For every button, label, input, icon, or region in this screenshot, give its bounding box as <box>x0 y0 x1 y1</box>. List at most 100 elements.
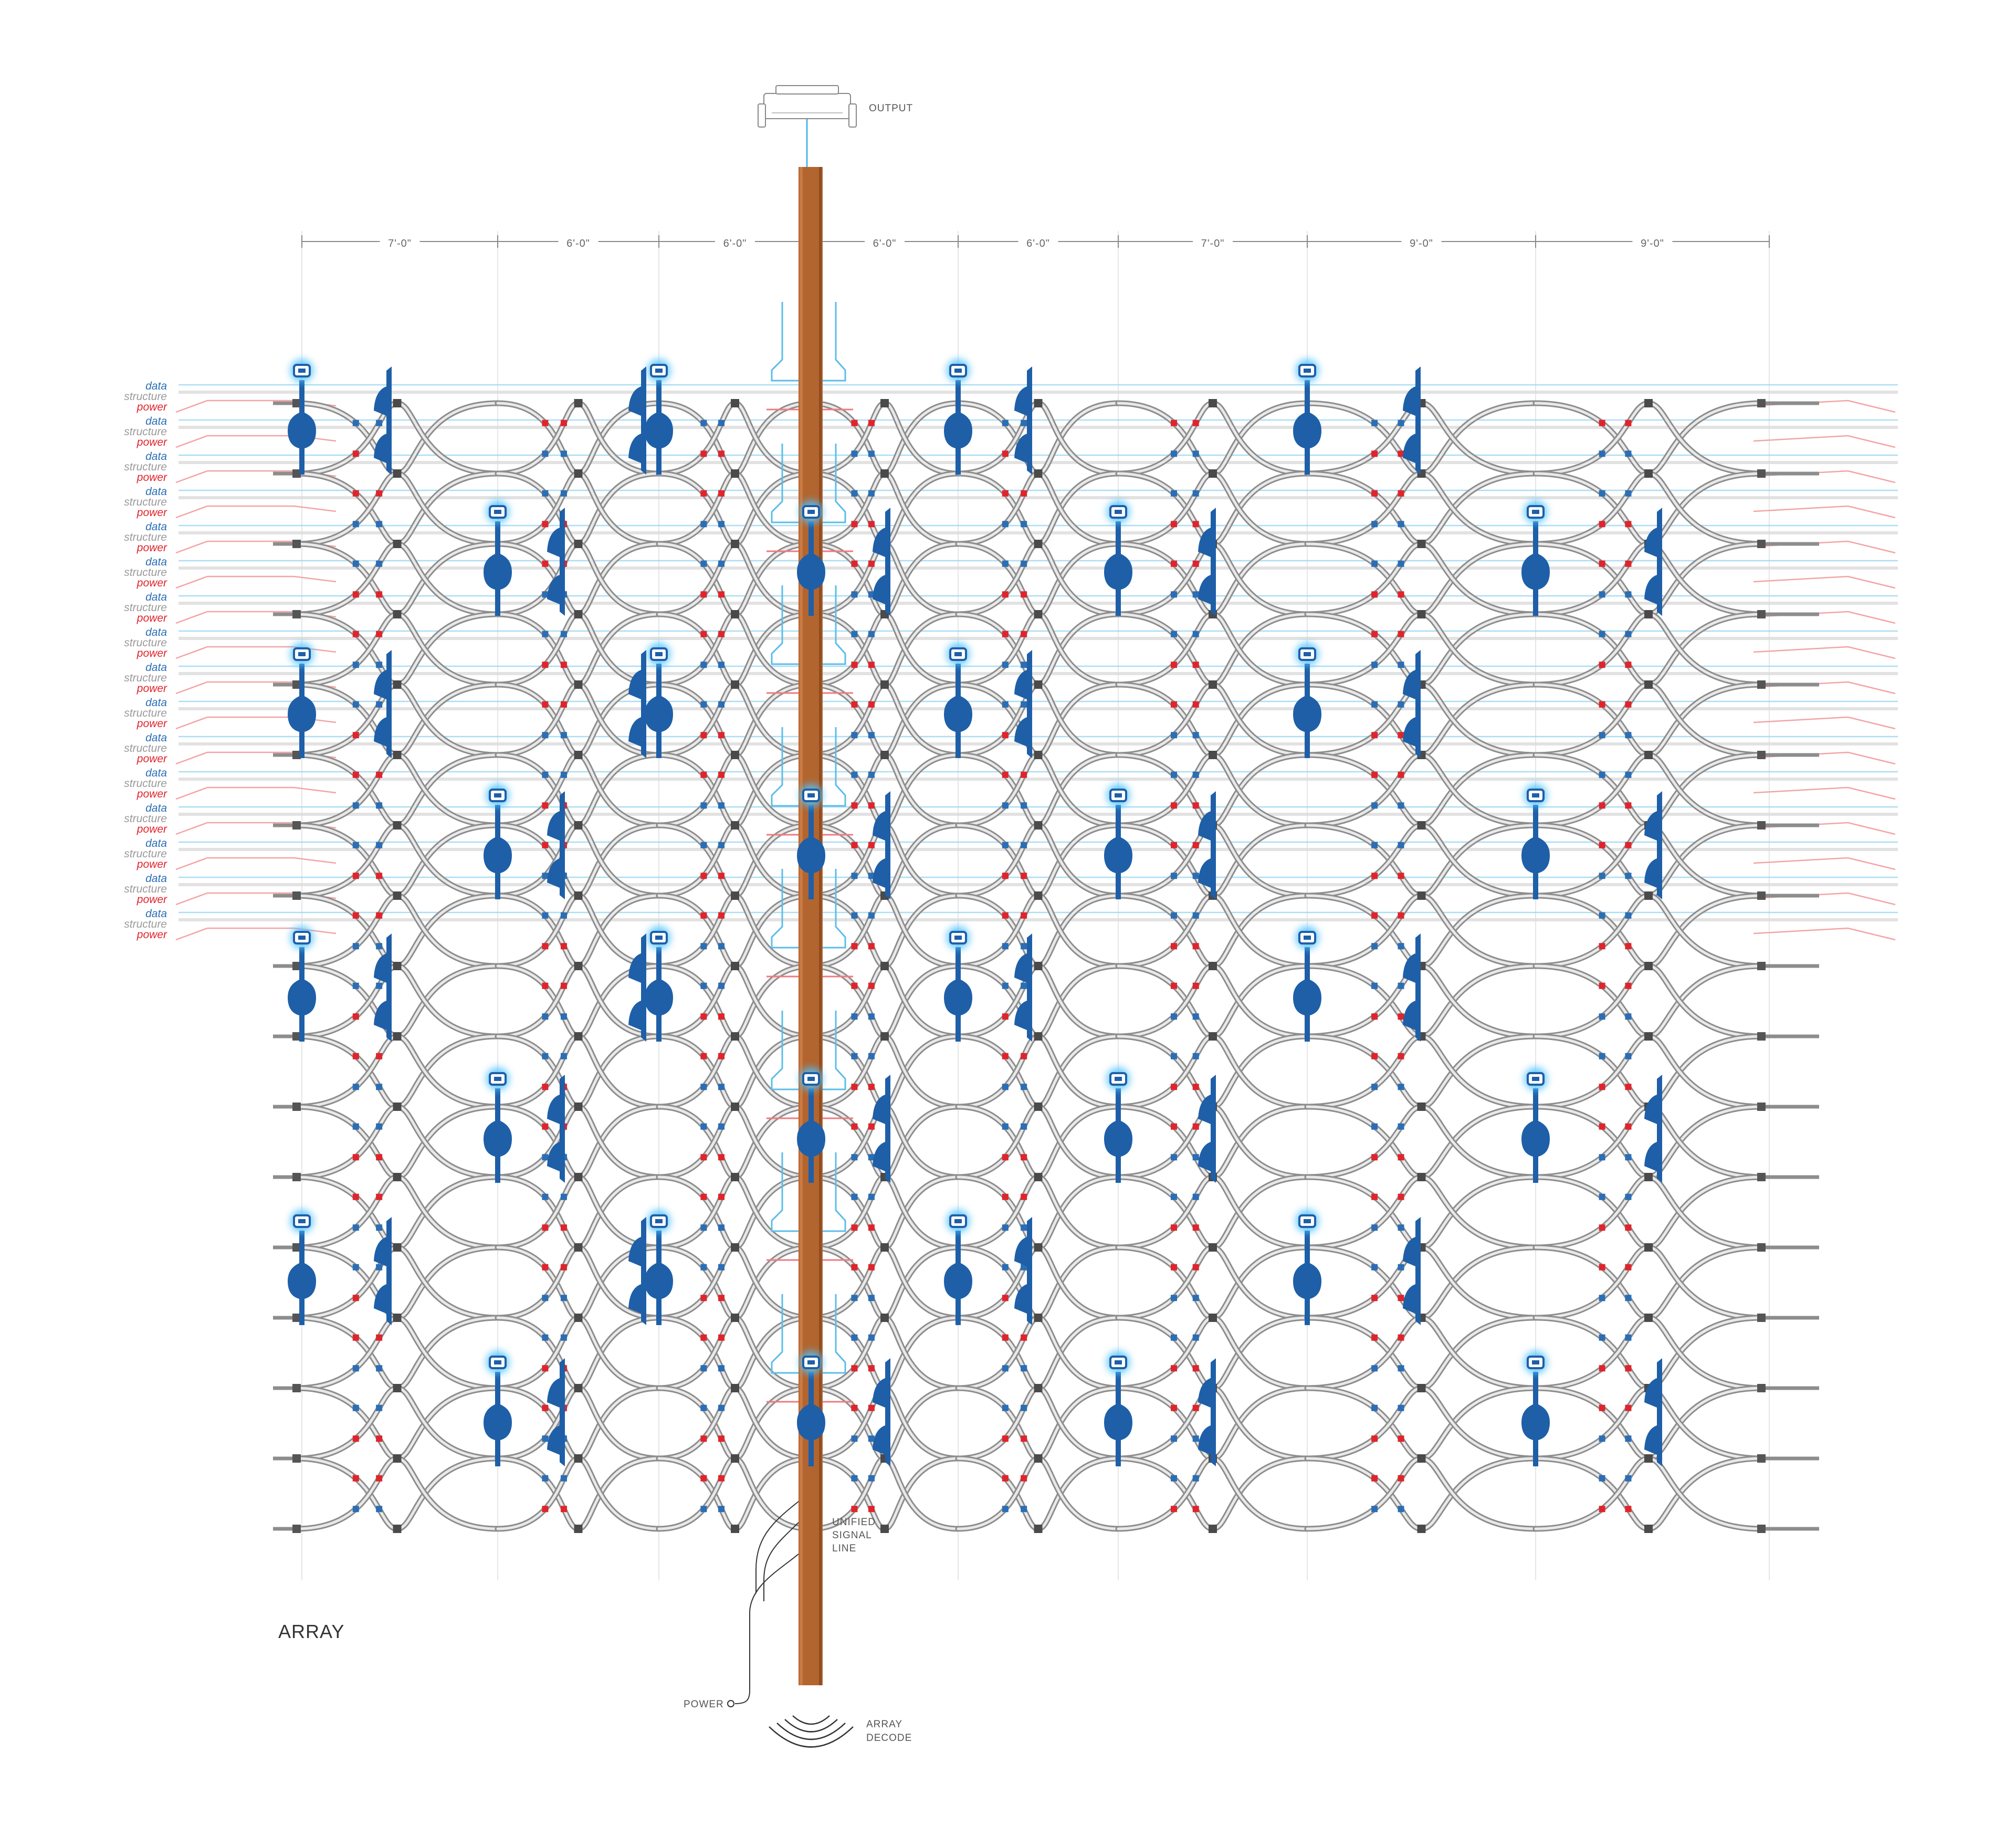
cable-bead <box>1371 1435 1378 1442</box>
woven-cable <box>955 1315 1121 1391</box>
cable-bead <box>542 662 549 668</box>
cable-bead <box>542 873 549 879</box>
node-unit <box>944 1210 1032 1325</box>
cable-joint <box>1417 540 1426 548</box>
node-clamp <box>944 1263 956 1299</box>
cable-joint <box>1644 610 1653 618</box>
cable-bead <box>376 419 383 426</box>
cable-bead <box>1625 1264 1632 1271</box>
cable-bead <box>868 521 875 528</box>
cable-bead <box>1170 1193 1177 1200</box>
cable-bead <box>560 1506 567 1513</box>
cable-joint <box>1757 1243 1766 1252</box>
woven-cable <box>955 893 1121 969</box>
cable-bead <box>1192 1404 1199 1411</box>
cable-joint <box>393 610 402 618</box>
cable-bead <box>1192 1053 1199 1059</box>
cable-bead <box>1002 1084 1009 1090</box>
cable-bead <box>1021 591 1027 598</box>
woven-cables <box>273 400 1819 1532</box>
cable-joint <box>1209 1243 1217 1252</box>
cable-joint <box>1209 399 1217 407</box>
node-stem <box>1116 1372 1121 1466</box>
cable-joint <box>574 1384 583 1392</box>
node-stem <box>656 1231 662 1325</box>
cable-joint <box>1034 1314 1043 1322</box>
cable-bead <box>542 771 549 778</box>
node-clamp <box>662 413 673 448</box>
woven-cable <box>1532 1033 1765 1110</box>
cable-bead <box>868 732 875 739</box>
cable-bead <box>718 419 724 426</box>
cable-joint <box>393 1384 402 1392</box>
cable-bead <box>1002 802 1009 809</box>
cable-bead <box>1599 1224 1605 1231</box>
woven-cable <box>656 1315 814 1391</box>
cable-bead <box>868 771 875 778</box>
signal-feed-wire <box>823 302 846 382</box>
structure-channel-label: structure <box>124 531 167 543</box>
cable-bead <box>1625 631 1632 637</box>
cable-bead <box>352 450 359 457</box>
woven-cable <box>1532 1033 1765 1110</box>
structure-channel-label: structure <box>124 566 167 579</box>
cable-bead <box>1398 771 1404 778</box>
woven-cable <box>293 893 501 969</box>
node-stem <box>1533 805 1538 899</box>
cable-bead <box>1170 450 1177 457</box>
cable-bead <box>376 1053 383 1059</box>
blue-bracket-icon <box>1415 933 1421 1042</box>
cable-joint <box>1417 821 1426 830</box>
cable-bead <box>1398 662 1404 668</box>
cable-bead <box>718 771 724 778</box>
woven-cable <box>808 1315 961 1391</box>
cable-bead <box>560 771 567 778</box>
woven-cable <box>1532 1455 1765 1532</box>
cable-joint <box>1034 751 1043 759</box>
cable-bead <box>1625 912 1632 919</box>
cable-bead <box>542 701 549 708</box>
node-unit <box>797 1067 890 1183</box>
cable-joint <box>574 1103 583 1111</box>
cable-bead <box>376 1334 383 1341</box>
cable-bead <box>1021 631 1027 637</box>
node-clamp <box>961 696 972 732</box>
node-clamp <box>944 696 956 732</box>
cable-joint <box>292 821 301 830</box>
node-unit <box>797 1351 890 1466</box>
woven-cable <box>955 1033 1121 1110</box>
cable-bead <box>868 802 875 809</box>
signal-feed-wire <box>771 1011 799 1090</box>
cable-joint <box>1034 1525 1043 1533</box>
cable-bead <box>1599 943 1605 950</box>
cable-bead <box>1599 842 1605 848</box>
cable-bead <box>1002 1334 1009 1341</box>
node-stem <box>299 947 304 1042</box>
cable-bead <box>560 912 567 919</box>
cable-joint <box>1644 1314 1653 1322</box>
cable-bead <box>1371 1295 1378 1301</box>
cable-bead <box>1398 1404 1404 1411</box>
cable-bead <box>700 732 707 739</box>
cable-bead <box>1021 1435 1027 1442</box>
cable-joint <box>1757 821 1766 830</box>
node-clamp <box>1310 1263 1321 1299</box>
cable-bead <box>1170 771 1177 778</box>
cable-bead <box>352 419 359 426</box>
signal-feed-wires <box>766 302 853 1403</box>
woven-cable <box>1532 893 1765 969</box>
cable-bead <box>851 631 858 637</box>
node-clamp <box>288 696 299 732</box>
node-stem <box>1116 805 1121 899</box>
blue-bracket-icon <box>641 650 646 758</box>
cable-bead <box>700 1123 707 1130</box>
node-stem <box>1305 664 1310 758</box>
unified-signal-line-label-3: LINE <box>832 1543 856 1554</box>
cable-joint <box>731 540 739 548</box>
cable-bead <box>542 1224 549 1231</box>
signal-feed-wire <box>823 444 846 523</box>
cable-bead <box>1170 842 1177 848</box>
cable-bead <box>1002 591 1009 598</box>
cable-bead <box>1002 1224 1009 1231</box>
cable-bead <box>718 1404 724 1411</box>
